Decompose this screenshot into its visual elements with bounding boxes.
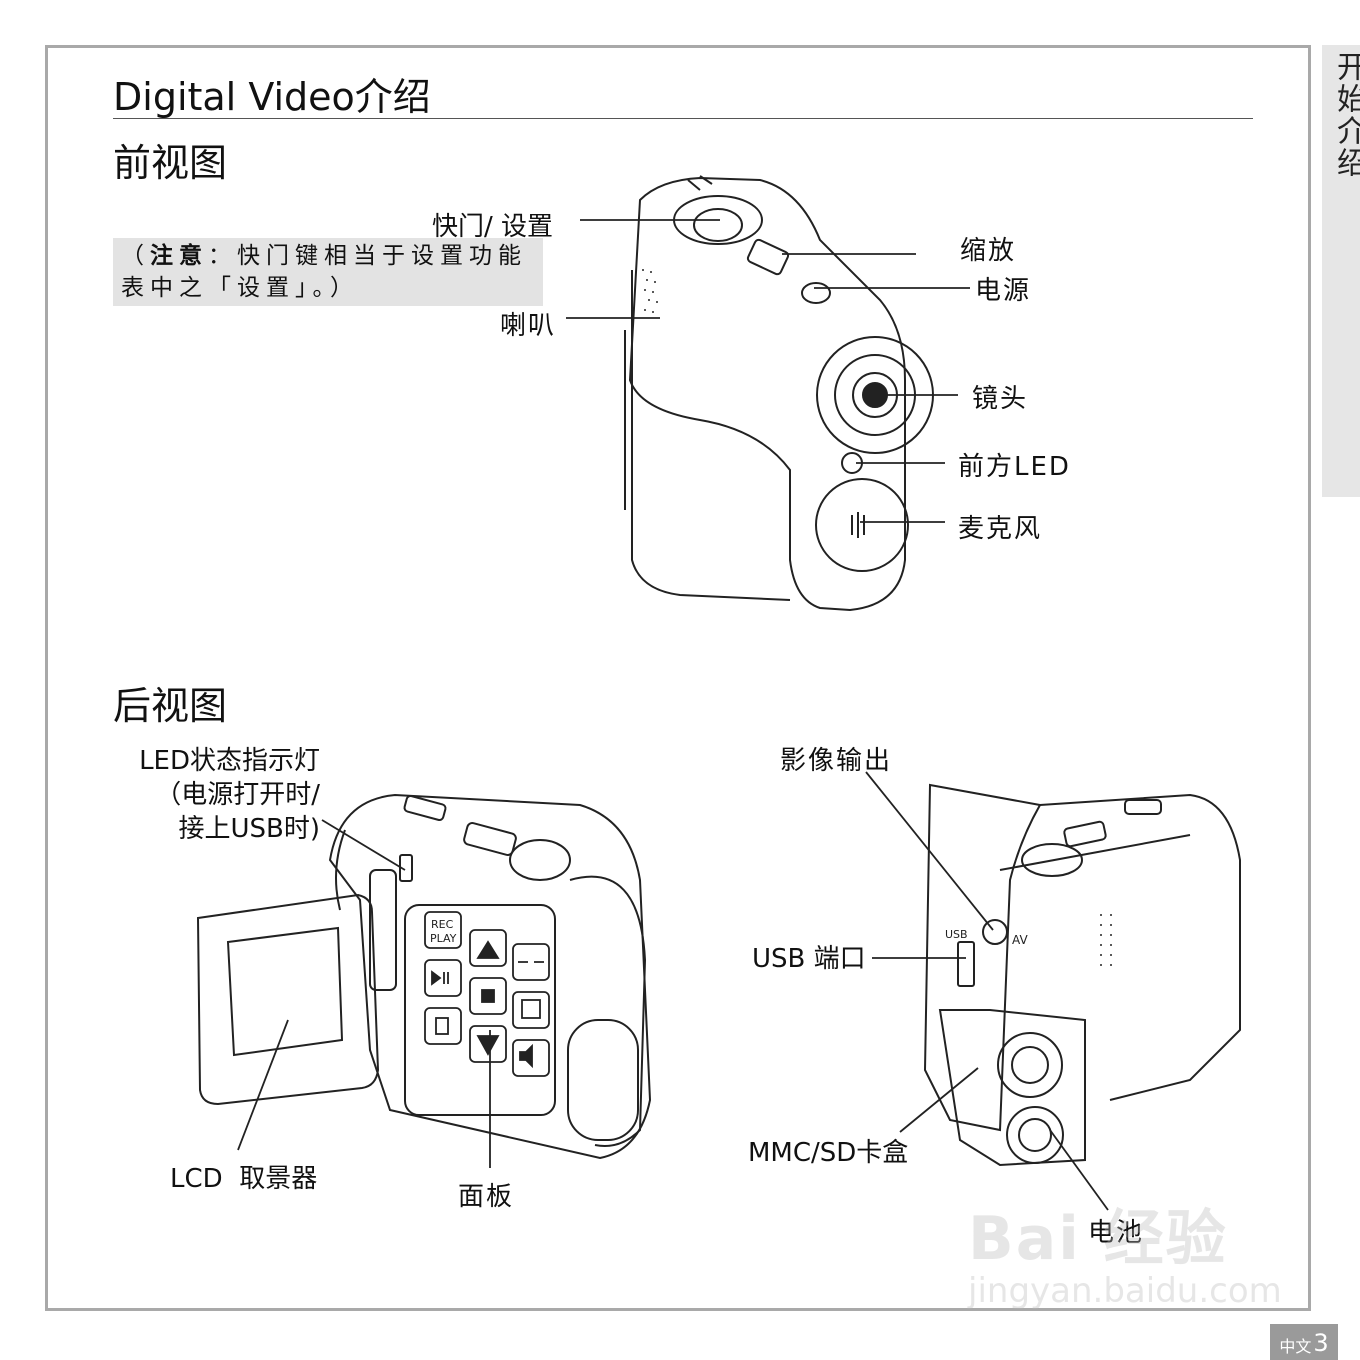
- note-prefix: （: [121, 243, 150, 269]
- side-tab-label: 开始介绍: [1331, 51, 1360, 179]
- watermark-url: jingyan.baidu.com: [968, 1271, 1282, 1311]
- label-battery: 电池: [1088, 1218, 1145, 1248]
- speaker-grille: [642, 269, 658, 313]
- page-frame: [45, 45, 1311, 1311]
- note-text: ：快门键相当于设置功能表中之「设置」。）: [121, 243, 527, 301]
- trash-icon: [435, 1017, 449, 1035]
- label-card-slot: MMC/SD卡盒: [748, 1138, 909, 1168]
- shutter-note: （注意：快门键相当于设置功能表中之「设置」。）: [113, 238, 543, 306]
- play-pause-icon: [431, 970, 442, 986]
- av-text: AV: [1012, 933, 1028, 947]
- front-view-heading: 前视图: [113, 141, 228, 185]
- label-led-status: LED状态指示灯 （电源打开时/ 接上USB时): [108, 744, 320, 846]
- usb-text: USB: [945, 928, 968, 941]
- baidu-watermark: Bai 经验 jingyan.baidu.com: [968, 1190, 1282, 1311]
- label-panel: 面板: [458, 1182, 515, 1212]
- rear-view-heading: 后视图: [113, 684, 228, 728]
- label-front-led: 前方LED: [958, 452, 1071, 482]
- rec-text: REC: [431, 918, 454, 931]
- stop-icon: [481, 989, 495, 1003]
- volume-icon: [519, 1043, 533, 1069]
- note-bold: 注意: [150, 243, 208, 269]
- label-microphone: 麦克风: [958, 514, 1043, 544]
- label-usb-port: USB 端口: [752, 944, 866, 974]
- led-line-2: （电源打开时/: [155, 780, 320, 810]
- label-lcd: LCD 取景器: [170, 1164, 318, 1194]
- rear-leader-lines: [237, 771, 1109, 1211]
- rear-left-camera-illustration: [196, 793, 652, 1160]
- down-arrow-icon: [476, 1035, 500, 1056]
- rec-play-button: [424, 911, 462, 949]
- menu-icon: [521, 999, 541, 1019]
- front-leader-lines: [566, 219, 970, 523]
- rear-right-camera-illustration: [923, 783, 1241, 1167]
- up-arrow-icon: [476, 940, 500, 959]
- label-zoom: 缩放: [960, 236, 1017, 266]
- watermark-main: Bai 经验: [968, 1204, 1228, 1274]
- title-divider: [113, 118, 1253, 119]
- led-line-3: 接上USB时): [178, 814, 320, 844]
- section-side-tab: 开始介绍: [1322, 45, 1360, 497]
- label-power: 电源: [975, 276, 1032, 306]
- control-panel-buttons: [424, 911, 550, 1077]
- play-text: PLAY: [430, 932, 457, 945]
- label-speaker: 喇叭: [500, 311, 557, 341]
- label-lens: 镜头: [972, 384, 1029, 414]
- label-av-out: 影像输出: [780, 746, 893, 776]
- usb-port-icon: [957, 941, 975, 987]
- side-speaker-grille: [1100, 914, 1112, 966]
- front-camera-illustration: [624, 175, 934, 612]
- page-label: 中文: [1279, 1337, 1312, 1356]
- led-line-1: LED状态指示灯: [139, 746, 320, 776]
- page-title: Digital Video介绍: [113, 75, 431, 119]
- page-number: 3: [1313, 1329, 1329, 1357]
- label-shutter: 快门/ 设置: [432, 212, 554, 242]
